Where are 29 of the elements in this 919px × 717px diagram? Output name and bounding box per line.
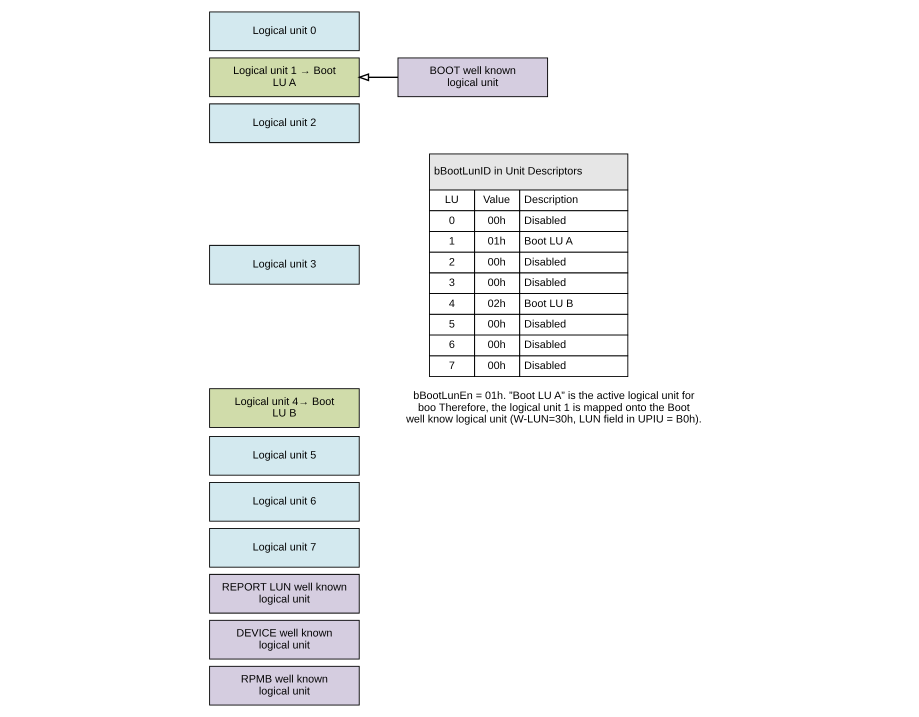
label: 6	[448, 339, 455, 352]
label: 00h	[488, 318, 506, 330]
label: 5	[448, 318, 455, 330]
label: Disabled	[524, 256, 566, 268]
label: Boot LU B	[524, 298, 574, 310]
label: Boot LU A	[524, 236, 573, 248]
label: 0	[448, 214, 455, 227]
label: Disabled	[524, 360, 566, 372]
label: 4	[448, 298, 455, 310]
label: 00h	[488, 360, 506, 372]
label: 00h	[488, 277, 506, 290]
label: Disabled	[524, 277, 566, 290]
label: Value	[483, 194, 510, 206]
label: Disabled	[524, 339, 566, 352]
label: Disabled	[524, 214, 566, 227]
label: LU	[444, 194, 459, 206]
label: 2	[448, 256, 455, 268]
label: bBootLunID in Unit Descriptors	[434, 166, 582, 178]
label: 00h	[488, 256, 506, 268]
label: 00h	[488, 214, 506, 227]
label: Disabled	[524, 318, 566, 330]
label: 7	[448, 360, 455, 372]
label: 01h	[488, 236, 506, 248]
label: 00h	[488, 339, 506, 352]
label: bBootLunEn = 01h. ”Boot LU A” is the active logical unit for boo Therefore, the logical unit 1 is mapped onto the Boot well know logical unit (W-LUN=30h, LUN field in UPIU = B0h).	[406, 390, 702, 426]
label: 3	[448, 277, 455, 290]
label: Description	[524, 194, 578, 206]
label: 1	[448, 236, 455, 248]
label: 02h	[488, 298, 506, 310]
